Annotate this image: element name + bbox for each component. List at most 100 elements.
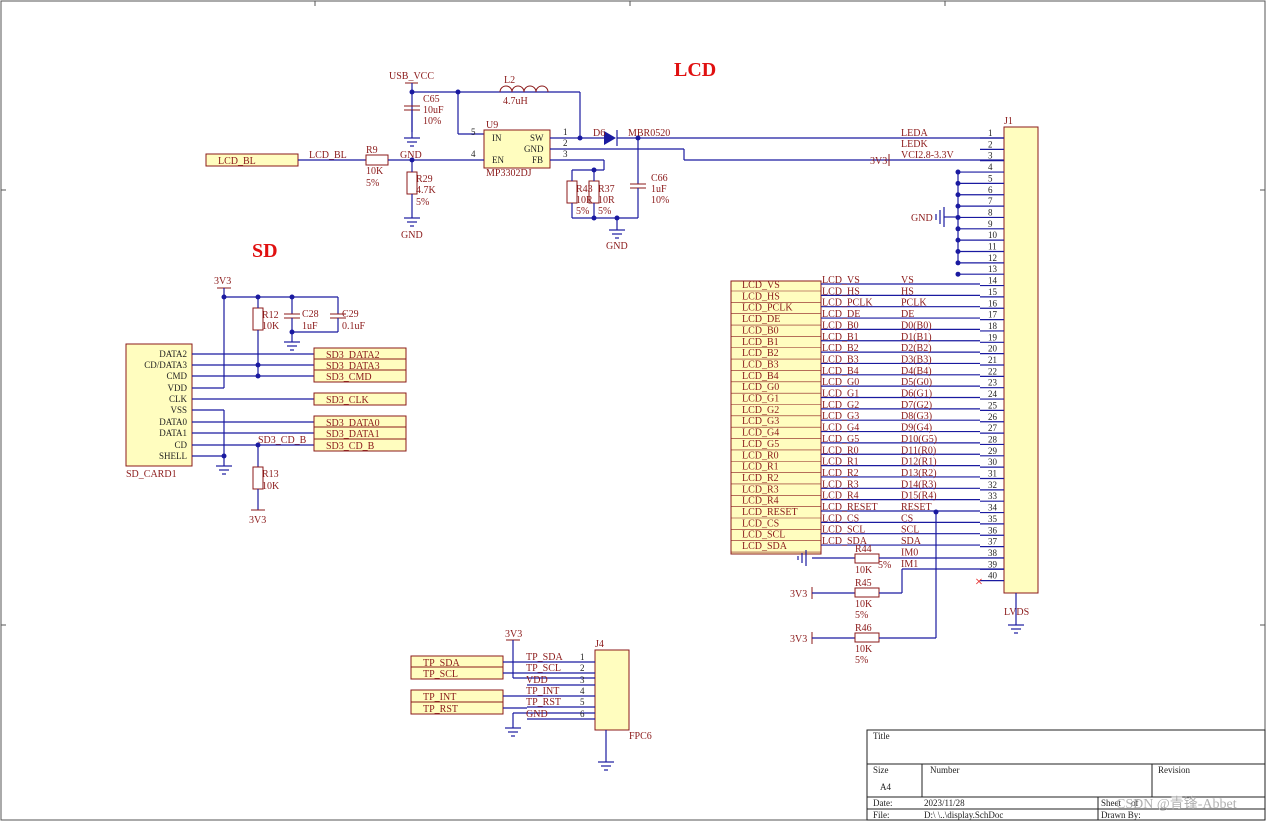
svg-text:J4: J4: [595, 639, 604, 650]
r37-value: 10R: [598, 195, 615, 206]
j1-pin-number: 4: [988, 162, 993, 172]
gnd-symbol: [609, 229, 625, 239]
svg-text:Sheet: Sheet: [1101, 798, 1121, 808]
svg-text:VCI2.8-3.3V: VCI2.8-3.3V: [901, 150, 955, 161]
lcd-port-lcd-pclk: LCD_PCLK: [742, 303, 793, 314]
svg-text:TP_SCL: TP_SCL: [423, 669, 458, 680]
svg-text:Number: Number: [930, 765, 960, 775]
j4-pin-number: 6: [580, 709, 585, 719]
lcd-port-lcd-hs: LCD_HS: [742, 291, 780, 302]
svg-text:LEDA: LEDA: [901, 128, 928, 139]
lcd-port-lcd-g2: LCD_G2: [742, 405, 779, 416]
lcd-net-label: LCD_B1: [822, 332, 859, 343]
lcd-port-lcd-b1: LCD_B1: [742, 337, 779, 348]
j1-pin-number: 20: [988, 344, 998, 354]
j1-pin-number: 23: [988, 378, 998, 388]
sd-card-pin: CD: [174, 440, 187, 450]
svg-text:SD3_CD_B: SD3_CD_B: [326, 441, 375, 452]
svg-text:3V3: 3V3: [790, 589, 807, 600]
file-value: D:\ \..\display.SchDoc: [924, 810, 1003, 820]
svg-text:3V3: 3V3: [870, 156, 887, 167]
j1-pin-number: 8: [988, 207, 993, 217]
j4-signal: TP_INT: [526, 686, 559, 697]
svg-text:10K: 10K: [262, 481, 280, 492]
svg-text:LCD_BL: LCD_BL: [218, 156, 256, 167]
lcd-port-lcd-r1: LCD_R1: [742, 462, 779, 473]
lcd-net-label: LCD_G2: [822, 400, 859, 411]
lcd-net-label: LCD_CS: [822, 513, 859, 524]
j1-signal: D4(B4): [901, 366, 932, 377]
j1-signal: D11(R0): [901, 445, 936, 456]
svg-text:TP_INT: TP_INT: [423, 692, 456, 703]
j4-pin-number: 3: [580, 675, 585, 685]
sd-card-body: [125, 343, 193, 467]
sd-card-pin: DATA2: [159, 349, 187, 359]
j1-pin-number: 19: [988, 332, 998, 342]
r45-body: [854, 587, 880, 598]
j1-pin-number: 25: [988, 400, 998, 410]
svg-text:EN: EN: [492, 155, 504, 165]
svg-text:C29: C29: [342, 309, 359, 320]
lcd-port-lcd-g5: LCD_G5: [742, 439, 779, 450]
j1-pin-number: 16: [988, 298, 998, 308]
lcd-net-label: LCD_R3: [822, 479, 859, 490]
sd-card-pin: CD/DATA3: [144, 360, 187, 370]
svg-text:LEDK: LEDK: [901, 139, 928, 150]
gnd-symbol: [1008, 624, 1024, 634]
lcd-net-label: LCD_PCLK: [822, 298, 873, 309]
svg-text:SD3_CMD: SD3_CMD: [326, 372, 372, 383]
j1-pin-number: 29: [988, 446, 998, 456]
j1-pin-number: 40: [988, 571, 998, 581]
j1-pin-number: 30: [988, 457, 998, 467]
j1-pin-number: 39: [988, 559, 998, 569]
lcd-net-label: LCD_RESET: [822, 502, 878, 513]
sd-card-pin: VSS: [170, 405, 187, 415]
j1-signal: D3(B3): [901, 354, 932, 365]
svg-text:TP_RST: TP_RST: [423, 704, 458, 715]
lcd-net-label: LCD_G3: [822, 411, 859, 422]
svg-text:10K: 10K: [855, 644, 873, 655]
svg-text:1: 1: [563, 127, 568, 137]
j1-pin-number: 2: [988, 139, 993, 149]
svg-text:3: 3: [563, 149, 568, 159]
diode-part: MBR0520: [628, 128, 670, 139]
svg-text:R46: R46: [855, 623, 872, 634]
gnd-symbol: [284, 341, 300, 351]
u9-ref: U9: [486, 120, 498, 131]
sd-card-pin: CMD: [166, 371, 187, 381]
title-label: Title: [873, 731, 890, 741]
j1-signal: IM0: [901, 547, 918, 558]
r44-body: [854, 553, 880, 564]
svg-text:1uF: 1uF: [302, 321, 318, 332]
lcd-port-lcd-g3: LCD_G3: [742, 416, 779, 427]
sd-card-pin: DATA1: [159, 428, 187, 438]
j1-ref: J1: [1004, 116, 1013, 127]
j1-signal: CS: [901, 513, 913, 524]
lcd-port-lcd-b2: LCD_B2: [742, 348, 779, 359]
sd-card-pin: VDD: [168, 383, 188, 393]
lcd-net-label: LCD_SDA: [822, 536, 868, 547]
j1-pin-number: 32: [988, 480, 997, 490]
j1-pin-number: 1: [988, 128, 993, 138]
lcd-net-label: LCD_DE: [822, 309, 860, 320]
c66-tol: 10%: [651, 195, 669, 206]
sd-card-ref: SD_CARD1: [126, 469, 177, 480]
svg-text:3V3: 3V3: [249, 515, 266, 526]
svg-text:SD3_DATA2: SD3_DATA2: [326, 350, 380, 361]
lcd-port-lcd-g1: LCD_G1: [742, 394, 779, 405]
j1-signal: D6(G1): [901, 389, 932, 400]
sd-heading: SD: [252, 240, 278, 262]
j1-pin-number: 34: [988, 503, 998, 513]
j4-pin-number: 5: [580, 697, 585, 707]
svg-text:SW: SW: [530, 133, 544, 143]
j1-signal: VS: [901, 275, 914, 286]
lcd-port-lcd-r3: LCD_R3: [742, 484, 779, 495]
sd-card-pin: SHELL: [159, 451, 187, 461]
svg-text:GND: GND: [400, 150, 422, 161]
j1-pin-number: 24: [988, 389, 998, 399]
j1-pin-number: 9: [988, 219, 993, 229]
svg-text:Size: Size: [873, 765, 889, 775]
j1-pin-number: 17: [988, 310, 998, 320]
